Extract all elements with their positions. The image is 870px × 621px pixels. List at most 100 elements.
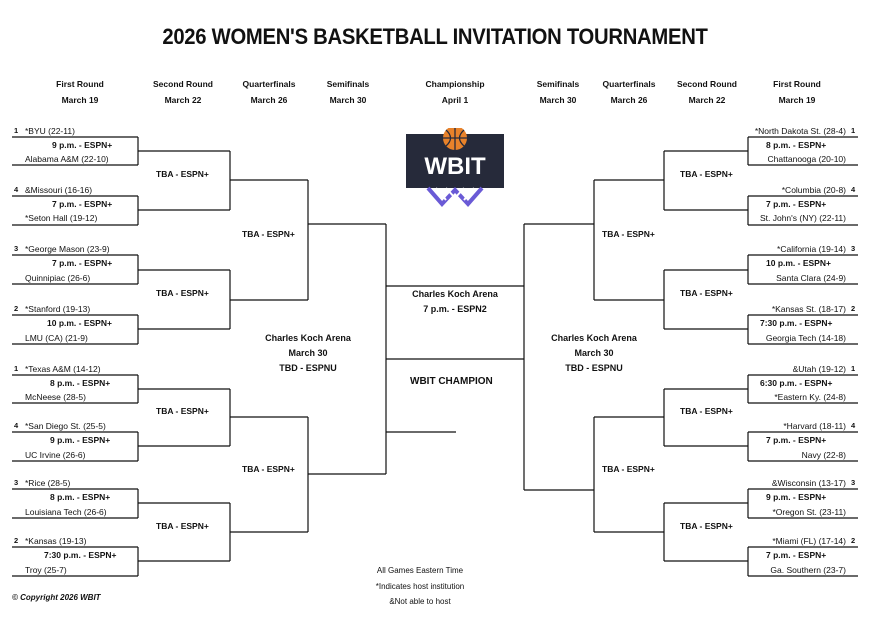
team-top: *George Mason (23-9) bbox=[25, 244, 110, 254]
team-bottom: Alabama A&M (22-10) bbox=[25, 154, 109, 164]
header-date: March 30 bbox=[539, 95, 577, 105]
header-date: March 26 bbox=[610, 95, 648, 105]
header-date: April 1 bbox=[441, 95, 469, 105]
seed: 1 bbox=[851, 126, 856, 135]
second-round-time: TBA - ESPN+ bbox=[680, 406, 733, 416]
header-second-round-left: Second Round March 22 bbox=[138, 78, 228, 106]
semifinal-date: March 30 bbox=[574, 348, 614, 358]
game-time: 8 p.m. - ESPN+ bbox=[50, 378, 111, 388]
header-date: March 22 bbox=[688, 95, 726, 105]
seed: 1 bbox=[851, 364, 856, 373]
second-round-time: TBA - ESPN+ bbox=[680, 169, 733, 179]
second-round-time: TBA - ESPN+ bbox=[156, 406, 209, 416]
team-top: *North Dakota St. (28-4) bbox=[754, 126, 846, 136]
header-round: Semifinals bbox=[536, 79, 580, 89]
game-time: 8 p.m. - ESPN+ bbox=[50, 492, 111, 502]
quarterfinal-time: TBA - ESPN+ bbox=[242, 229, 295, 239]
team-top: *California (19-14) bbox=[777, 244, 846, 254]
header-second-round-right: Second Round March 22 bbox=[662, 78, 752, 106]
header-date: March 19 bbox=[61, 95, 99, 105]
game-time: 6:30 p.m. - ESPN+ bbox=[760, 378, 833, 388]
team-top: *Columbia (20-8) bbox=[781, 185, 846, 195]
second-round-time: TBA - ESPN+ bbox=[680, 288, 733, 298]
wbit-logo: WBIT bbox=[406, 128, 504, 207]
team-top: *Kansas St. (18-17) bbox=[771, 304, 846, 314]
team-bottom: St. John's (NY) (22-11) bbox=[759, 213, 846, 223]
header-round: Second Round bbox=[677, 79, 737, 89]
seed: 3 bbox=[851, 244, 856, 253]
team-top: *Miami (FL) (17-14) bbox=[772, 536, 846, 546]
team-bottom: *Eastern Ky. (24-8) bbox=[774, 392, 846, 402]
seed: 2 bbox=[14, 304, 19, 313]
header-date: March 22 bbox=[164, 95, 202, 105]
seed: 3 bbox=[851, 478, 856, 487]
championship-time: 7 p.m. - ESPN2 bbox=[423, 304, 487, 314]
header-date: March 26 bbox=[250, 95, 288, 105]
net-icon bbox=[426, 186, 484, 207]
team-bottom: UC Irvine (26-6) bbox=[25, 450, 86, 460]
team-bottom: Santa Clara (24-9) bbox=[776, 273, 846, 283]
game-time: 7 p.m. - ESPN+ bbox=[52, 199, 113, 209]
championship-info: Charles Koch Arena 7 p.m. - ESPN2 bbox=[395, 287, 515, 317]
game-time: 10 p.m. - ESPN+ bbox=[766, 258, 831, 268]
semifinal-tv: TBD - ESPNU bbox=[279, 363, 337, 373]
copyright: © Copyright 2026 WBIT bbox=[12, 593, 101, 602]
header-round: Quarterfinals bbox=[602, 79, 656, 89]
seed: 3 bbox=[14, 478, 19, 487]
seed: 3 bbox=[14, 244, 19, 253]
team-top: &Missouri (16-16) bbox=[25, 185, 93, 195]
semifinal-date: March 30 bbox=[288, 348, 328, 358]
semifinal-venue: Charles Koch Arena bbox=[551, 333, 637, 343]
game-time: 7 p.m. - ESPN+ bbox=[766, 435, 827, 445]
team-top: *Stanford (19-13) bbox=[25, 304, 91, 314]
team-top: *Rice (28-5) bbox=[25, 478, 71, 488]
game-time: 7 p.m. - ESPN+ bbox=[766, 199, 827, 209]
seed: 1 bbox=[14, 126, 19, 135]
semifinal-left-info: Charles Koch Arena March 30 TBD - ESPNU bbox=[248, 331, 368, 376]
footnotes: All Games Eastern Time *Indicates host i… bbox=[345, 563, 495, 610]
game-time: 7:30 p.m. - ESPN+ bbox=[760, 318, 833, 328]
logo-text: WBIT bbox=[424, 153, 486, 180]
header-date: March 19 bbox=[778, 95, 816, 105]
team-bottom: Navy (22-8) bbox=[801, 450, 846, 460]
game-time: 7:30 p.m. - ESPN+ bbox=[44, 550, 117, 560]
champion-label: WBIT CHAMPION bbox=[410, 376, 493, 387]
seed: 4 bbox=[851, 185, 856, 194]
team-bottom: *Seton Hall (19-12) bbox=[25, 213, 98, 223]
team-top: *Harvard (18-11) bbox=[783, 421, 846, 431]
seed: 2 bbox=[851, 304, 856, 313]
team-bottom: McNeese (28-5) bbox=[25, 392, 86, 402]
second-round-time: TBA - ESPN+ bbox=[680, 521, 733, 531]
team-bottom: Ga. Southern (23-7) bbox=[770, 565, 846, 575]
header-first-round-left: First Round March 19 bbox=[35, 78, 125, 106]
team-bottom: *Oregon St. (23-11) bbox=[772, 507, 846, 517]
second-round-time: TBA - ESPN+ bbox=[156, 169, 209, 179]
team-bottom: Georgia Tech (14-18) bbox=[765, 333, 846, 343]
header-round: Quarterfinals bbox=[242, 79, 296, 89]
team-bottom: LMU (CA) (21-9) bbox=[25, 333, 88, 343]
header-semifinals-left: Semifinals March 30 bbox=[303, 78, 393, 106]
header-round: First Round bbox=[773, 79, 821, 89]
seed: 4 bbox=[14, 421, 19, 430]
header-championship: Championship April 1 bbox=[410, 78, 500, 106]
footnote: All Games Eastern Time bbox=[376, 566, 464, 575]
quarterfinal-time: TBA - ESPN+ bbox=[602, 229, 655, 239]
semifinal-tv: TBD - ESPNU bbox=[565, 363, 623, 373]
team-bottom: Quinnipiac (26-6) bbox=[25, 273, 91, 283]
team-bottom: Louisiana Tech (26-6) bbox=[25, 507, 107, 517]
team-bottom: Troy (25-7) bbox=[25, 565, 67, 575]
team-top: &Wisconsin (13-17) bbox=[771, 478, 846, 488]
game-time: 9 p.m. - ESPN+ bbox=[50, 435, 111, 445]
championship-venue: Charles Koch Arena bbox=[412, 289, 498, 299]
team-top: *BYU (22-11) bbox=[25, 126, 75, 136]
header-quarterfinals-left: Quarterfinals March 26 bbox=[224, 78, 314, 106]
semifinal-venue: Charles Koch Arena bbox=[265, 333, 351, 343]
header-first-round-right: First Round March 19 bbox=[752, 78, 842, 106]
seed: 2 bbox=[14, 536, 19, 545]
seed: 4 bbox=[851, 421, 856, 430]
header-round: Semifinals bbox=[326, 79, 370, 89]
header-round: Championship bbox=[425, 79, 485, 89]
footnote: *Indicates host institution bbox=[375, 581, 465, 591]
game-time: 9 p.m. - ESPN+ bbox=[52, 140, 113, 150]
